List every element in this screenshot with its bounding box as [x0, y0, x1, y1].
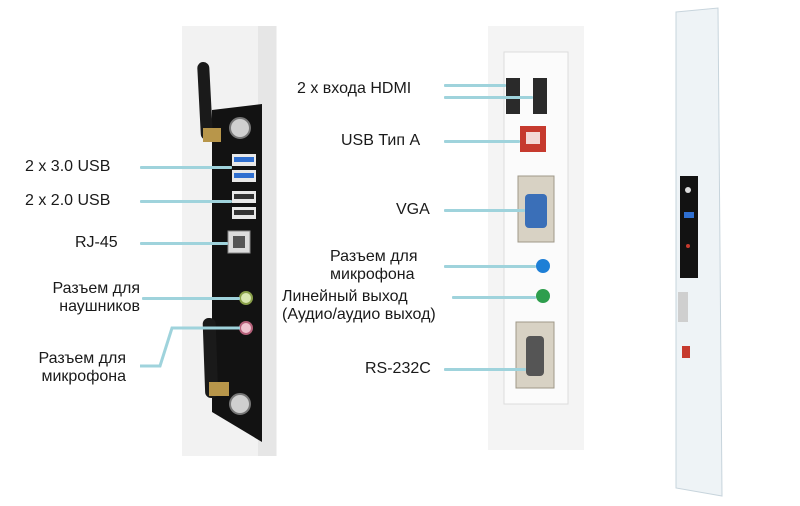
label-headphones: Разъем для наушников: [52, 280, 140, 315]
leader-hdmi-2: [444, 96, 533, 99]
leader-hdmi-1: [444, 84, 506, 87]
side-profile-device: [675, 7, 723, 497]
label-rj45: RJ-45: [75, 234, 118, 251]
leader-usb-a: [444, 140, 520, 143]
usb2-ports-icon: [232, 191, 256, 219]
usb3-ports-icon: [232, 154, 256, 182]
label-usb3: 2 x 3.0 USB: [25, 158, 111, 175]
headphone-jack-icon: [239, 291, 253, 305]
rs232-port-icon: [515, 321, 555, 389]
mic-jack-icon: [239, 321, 253, 335]
label-rs232: RS-232C: [365, 360, 431, 377]
mic-jack-icon: [536, 259, 550, 273]
label-vga: VGA: [396, 201, 430, 218]
label-hdmi: 2 x входа HDMI: [297, 80, 412, 97]
label-mic-left: Разъем для микрофона: [38, 350, 126, 385]
leader-rs232: [444, 368, 526, 371]
top-antenna-icon: [197, 62, 251, 142]
line-out-jack-icon: [536, 289, 550, 303]
label-usb2: 2 x 2.0 USB: [25, 192, 111, 209]
leader-usb3: [140, 166, 232, 169]
leader-line-out: [452, 296, 536, 299]
leader-vga: [444, 209, 525, 212]
usb-type-a-port-icon: [520, 126, 546, 152]
leader-headphones: [142, 297, 240, 300]
leader-mic-middle: [444, 265, 536, 268]
leader-usb2: [140, 200, 232, 203]
leader-rj45: [140, 242, 228, 245]
label-usb-a: USB Тип A: [341, 132, 421, 149]
label-line-out: Линейный выход (Аудио/аудио выход): [282, 288, 436, 323]
label-mic-middle: Разъем для микрофона: [330, 248, 418, 283]
